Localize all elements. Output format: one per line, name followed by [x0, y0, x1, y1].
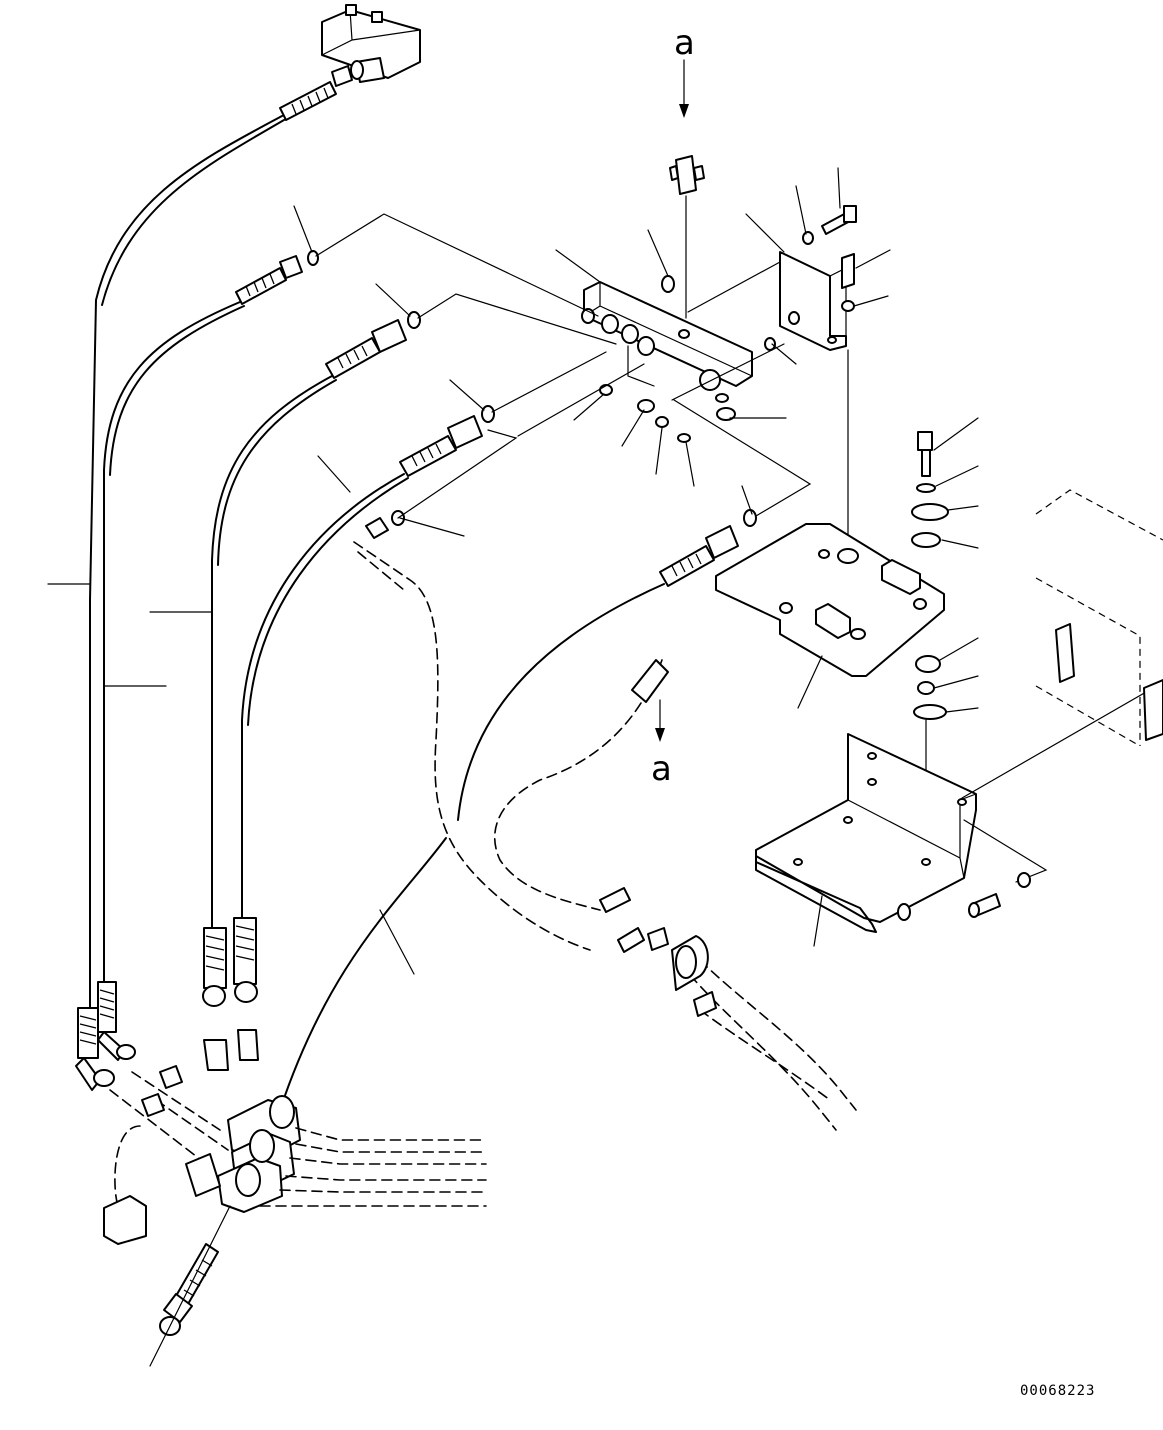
o-rings [599, 275, 776, 443]
connection-marker-top: a [674, 23, 695, 63]
hose-bottom [149, 1205, 231, 1367]
valve-bracket [779, 205, 857, 613]
base-bracket [755, 691, 1147, 933]
pilot-valve-block [321, 4, 421, 83]
leader-lines [47, 167, 979, 975]
connection-marker-bottom: a [651, 749, 672, 789]
hose-second [103, 250, 319, 1011]
center-valve-block [581, 281, 753, 403]
hose-fourth [241, 405, 495, 931]
drawing-number: 00068223 [1020, 1383, 1096, 1399]
reference-lines [315, 213, 812, 519]
hose-ends-bottom-left [75, 917, 259, 1091]
dashed-hose-center [353, 510, 669, 953]
bolt-stack [911, 431, 949, 861]
top-fitting [669, 59, 705, 319]
lower-arrow [655, 699, 665, 742]
hose-right [279, 509, 757, 1111]
hose-third [211, 311, 421, 931]
mounting-plate [715, 523, 945, 677]
dashed-pipes-lower-right [647, 927, 857, 1131]
cab-outline [1035, 489, 1163, 747]
hose-top-left [89, 65, 353, 1011]
manifold-bottom-left [103, 1065, 487, 1245]
